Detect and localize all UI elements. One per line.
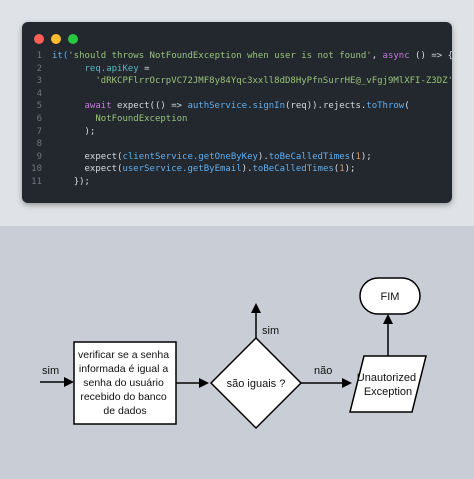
line-number: 11 xyxy=(31,176,42,187)
code-editor-window: 1 it('should throws NotFoundException whe… xyxy=(22,22,459,203)
line-indent xyxy=(52,64,85,74)
exception-text: Unautorized Exception xyxy=(357,372,419,398)
code-line: 9 expect(clientService.getOneByKey).toBe… xyxy=(22,151,452,164)
line-indent xyxy=(52,114,95,124)
code-line: 5 await expect(() => authService.signIn(… xyxy=(22,100,452,113)
process-line-4: recebido do banco xyxy=(80,391,167,403)
window-controls xyxy=(34,34,78,44)
code-token: authService.signIn xyxy=(187,101,286,112)
decision-diamond xyxy=(209,336,303,430)
line-content: NotFoundException xyxy=(52,113,187,126)
line-content: it('should throws NotFoundException when… xyxy=(52,50,453,63)
code-token: () => { xyxy=(409,51,453,61)
code-token: expect( xyxy=(84,151,123,162)
end-text: FIM xyxy=(381,291,400,303)
code-line: 8 xyxy=(22,138,452,151)
process-line-2: informada é igual a xyxy=(79,363,168,375)
line-indent xyxy=(52,177,74,187)
line-number: 5 xyxy=(36,101,42,112)
code-token: expect(() => xyxy=(111,101,188,112)
code-token: (req)).rejects. xyxy=(285,101,367,112)
line-number: 9 xyxy=(36,151,42,162)
exception-line-1: Unautorized xyxy=(357,372,416,384)
flowchart-svg: sim verificar se a senha informada é igu… xyxy=(40,277,427,430)
incoming-sim-label: sim xyxy=(42,365,59,377)
code-line: 6 NotFoundException xyxy=(22,113,452,126)
code-token: userService.getByEmail xyxy=(122,164,242,175)
code-token: await xyxy=(84,101,112,112)
line-number: 4 xyxy=(36,88,42,99)
line-content: }); xyxy=(52,176,90,189)
exception-box xyxy=(349,355,427,413)
flowchart: sim verificar se a senha informada é igu… xyxy=(0,226,474,474)
process-line-5: de dados xyxy=(103,405,146,417)
code-token: ). xyxy=(241,164,253,175)
line-number: 6 xyxy=(36,113,42,124)
code-token: toThrow xyxy=(366,101,405,112)
code-token: expect( xyxy=(84,164,123,175)
decision-sim-label: sim xyxy=(262,325,279,337)
code-token: toBeCalledTimes xyxy=(252,164,334,175)
line-number: 10 xyxy=(31,164,42,175)
code-line: 7 ); xyxy=(22,126,452,139)
code-token: it( xyxy=(52,51,69,61)
code-token: ); xyxy=(360,151,372,162)
code-token: async xyxy=(382,51,410,61)
line-number: 1 xyxy=(36,51,42,61)
close-dot-icon[interactable] xyxy=(34,34,44,44)
line-indent xyxy=(52,101,85,111)
code-line: 3 'dRKCPFlrrOcrpVC72JMF8y84Yqc3xxll8dD8H… xyxy=(22,75,459,88)
code-token: 1 xyxy=(355,151,361,162)
line-content: 'dRKCPFlrrOcrpVC72JMF8y84Yqc3xxll8dD8HyP… xyxy=(52,75,458,88)
process-line-3: senha do usuário xyxy=(83,377,164,389)
line-number: 8 xyxy=(36,139,42,150)
code-token: 1 xyxy=(339,164,345,175)
maximize-dot-icon[interactable] xyxy=(68,34,78,44)
code-token: 'dRKCPFlrrOcrpVC72JMF8y84Yqc3xxll8dD8HyP… xyxy=(95,76,453,87)
code-token: ( xyxy=(333,164,340,175)
decision-text: são iguais ? xyxy=(227,378,286,390)
line-number: 2 xyxy=(36,63,42,74)
line-number: 7 xyxy=(36,126,42,137)
code-token: toBeCalledTimes xyxy=(268,151,351,162)
process-line-1: verificar se a senha xyxy=(78,349,169,361)
end-terminal xyxy=(359,277,421,315)
line-indent xyxy=(52,164,85,174)
nao-label: não xyxy=(314,365,332,377)
code-token: , xyxy=(371,51,383,61)
code-line: 10 expect(userService.getByEmail).toBeCa… xyxy=(22,163,452,176)
code-token: ). xyxy=(257,151,269,162)
line-indent xyxy=(52,76,95,86)
code-token: 'should throws NotFoundException when us… xyxy=(68,51,372,61)
code-token: ); xyxy=(344,164,356,175)
code-token: clientService.getOneByKey xyxy=(122,151,258,162)
line-indent xyxy=(52,152,85,162)
line-content: await expect(() => authService.signIn(re… xyxy=(52,100,410,113)
code-token: req.apiKey xyxy=(84,63,139,74)
process-box xyxy=(73,341,177,425)
line-indent xyxy=(52,127,85,137)
minimize-dot-icon[interactable] xyxy=(51,34,61,44)
code-line: 2 req.apiKey = xyxy=(22,63,452,76)
line-content: expect(clientService.getOneByKey).toBeCa… xyxy=(52,151,372,164)
code-token: NotFoundException xyxy=(95,113,188,124)
code-line: 1 it('should throws NotFoundException whe… xyxy=(22,50,453,63)
code-token: }); xyxy=(73,176,90,187)
code-line: 4 xyxy=(22,88,452,101)
code-token: ); xyxy=(84,126,96,137)
code-token: ; xyxy=(452,76,459,87)
line-content: ); xyxy=(52,126,96,139)
code-token: ( xyxy=(350,151,356,162)
code-token: = xyxy=(138,63,150,74)
line-number: 3 xyxy=(36,76,42,87)
line-content: expect(userService.getByEmail).toBeCalle… xyxy=(52,163,356,176)
process-text: verificar se a senha informada é igual a… xyxy=(78,349,172,417)
code-token: ( xyxy=(404,101,410,112)
exception-line-2: Exception xyxy=(364,386,412,398)
line-content: req.apiKey = xyxy=(52,63,150,76)
code-block: 1 it('should throws NotFoundException whe… xyxy=(22,50,459,189)
code-line: 11 }); xyxy=(22,176,452,189)
